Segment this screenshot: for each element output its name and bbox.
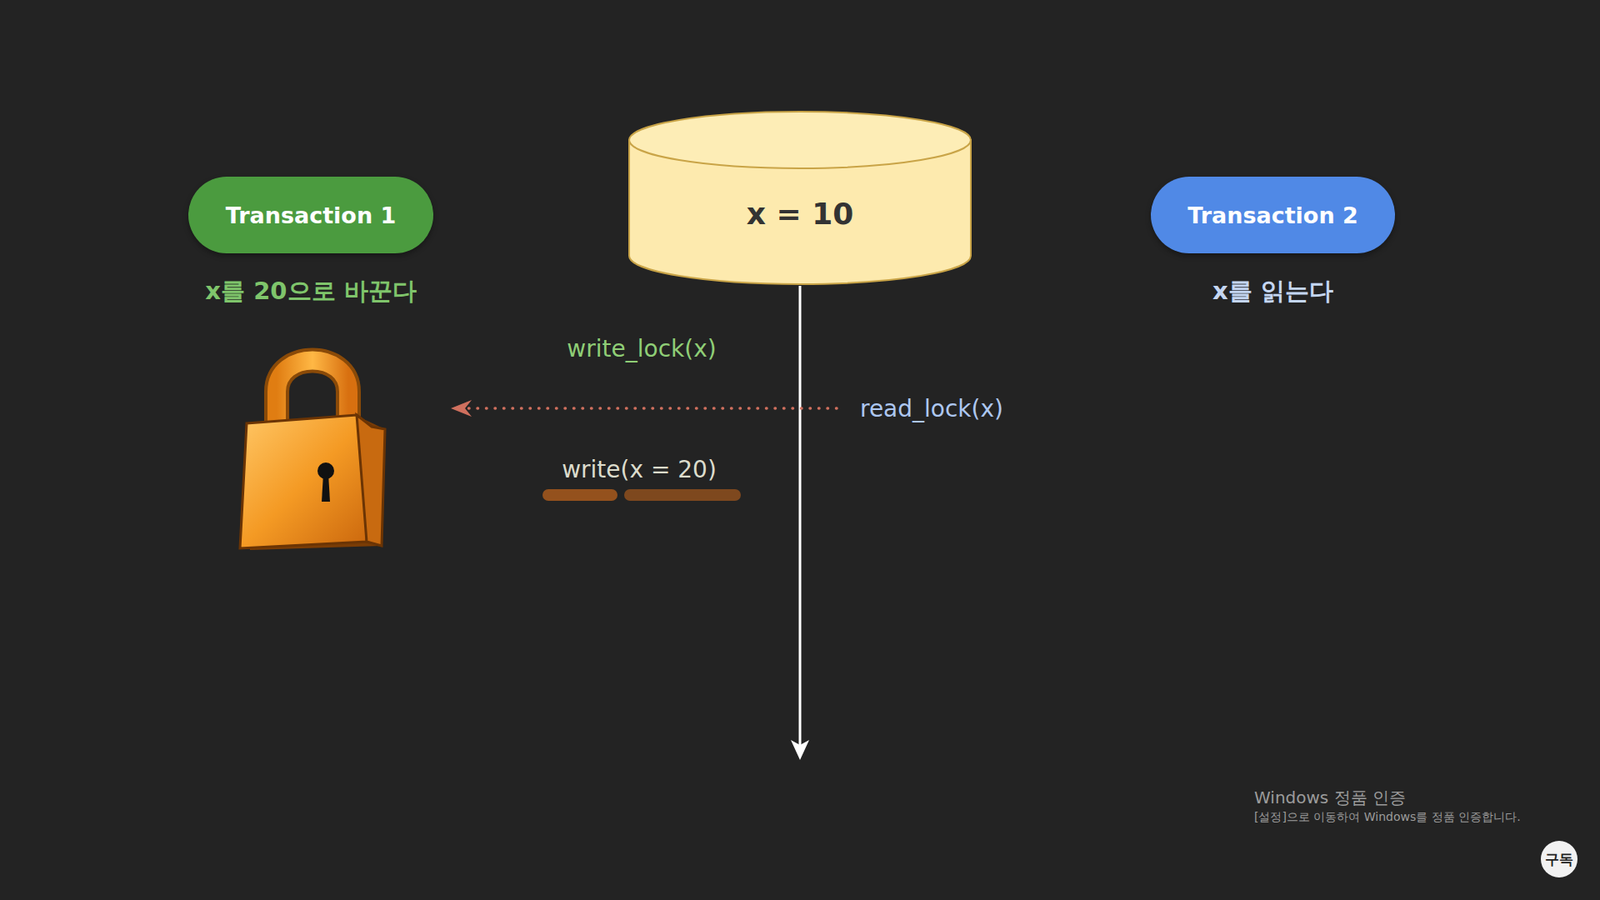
watermark-text: Windows 정품 인증: [1254, 786, 1406, 810]
transaction-action: x를 20으로 바꾼다: [188, 275, 434, 309]
subscribe-button: 구독: [1540, 840, 1578, 878]
brush-underline: [548, 489, 612, 501]
blocked-request-line: [466, 406, 837, 410]
timeline-arrowhead: [790, 740, 810, 760]
brush-underline: [630, 489, 735, 501]
operation-label: write(x = 20): [561, 455, 717, 484]
transaction-pill: Transaction 2 x를 읽는다: [1150, 176, 1395, 309]
operation-label: write_lock(x): [566, 335, 716, 363]
watermark-text: [설정]으로 이동하여 Windows를 정품 인증합니다.: [1254, 808, 1521, 825]
transaction-action: x를 읽는다: [1150, 275, 1395, 309]
transaction-name: Transaction 1: [225, 202, 397, 229]
padlock-icon: [240, 360, 385, 551]
timeline-line: [799, 285, 802, 750]
transaction-name: Transaction 2: [1187, 202, 1359, 229]
watermark-text-text: Windows 정품 인증: [1254, 787, 1406, 808]
blocked-request-arrowhead: [450, 400, 472, 417]
operation-label-text: read_lock(x): [860, 395, 1004, 423]
subscribe-button-text: 구독: [1545, 850, 1574, 870]
operation-label-text: write(x = 20): [561, 455, 717, 484]
operation-label-text: write_lock(x): [566, 335, 716, 363]
watermark-text-text: [설정]으로 이동하여 Windows를 정품 인증합니다.: [1254, 810, 1521, 824]
stored-value: x = 10: [627, 196, 973, 231]
transaction-label: Transaction 2: [1150, 176, 1395, 254]
transaction-label: Transaction 1: [188, 176, 434, 254]
database-cylinder: x = 10: [627, 110, 973, 286]
operation-label: read_lock(x): [860, 395, 1004, 423]
transaction-pill: Transaction 1 x를 20으로 바꾼다: [188, 176, 434, 309]
